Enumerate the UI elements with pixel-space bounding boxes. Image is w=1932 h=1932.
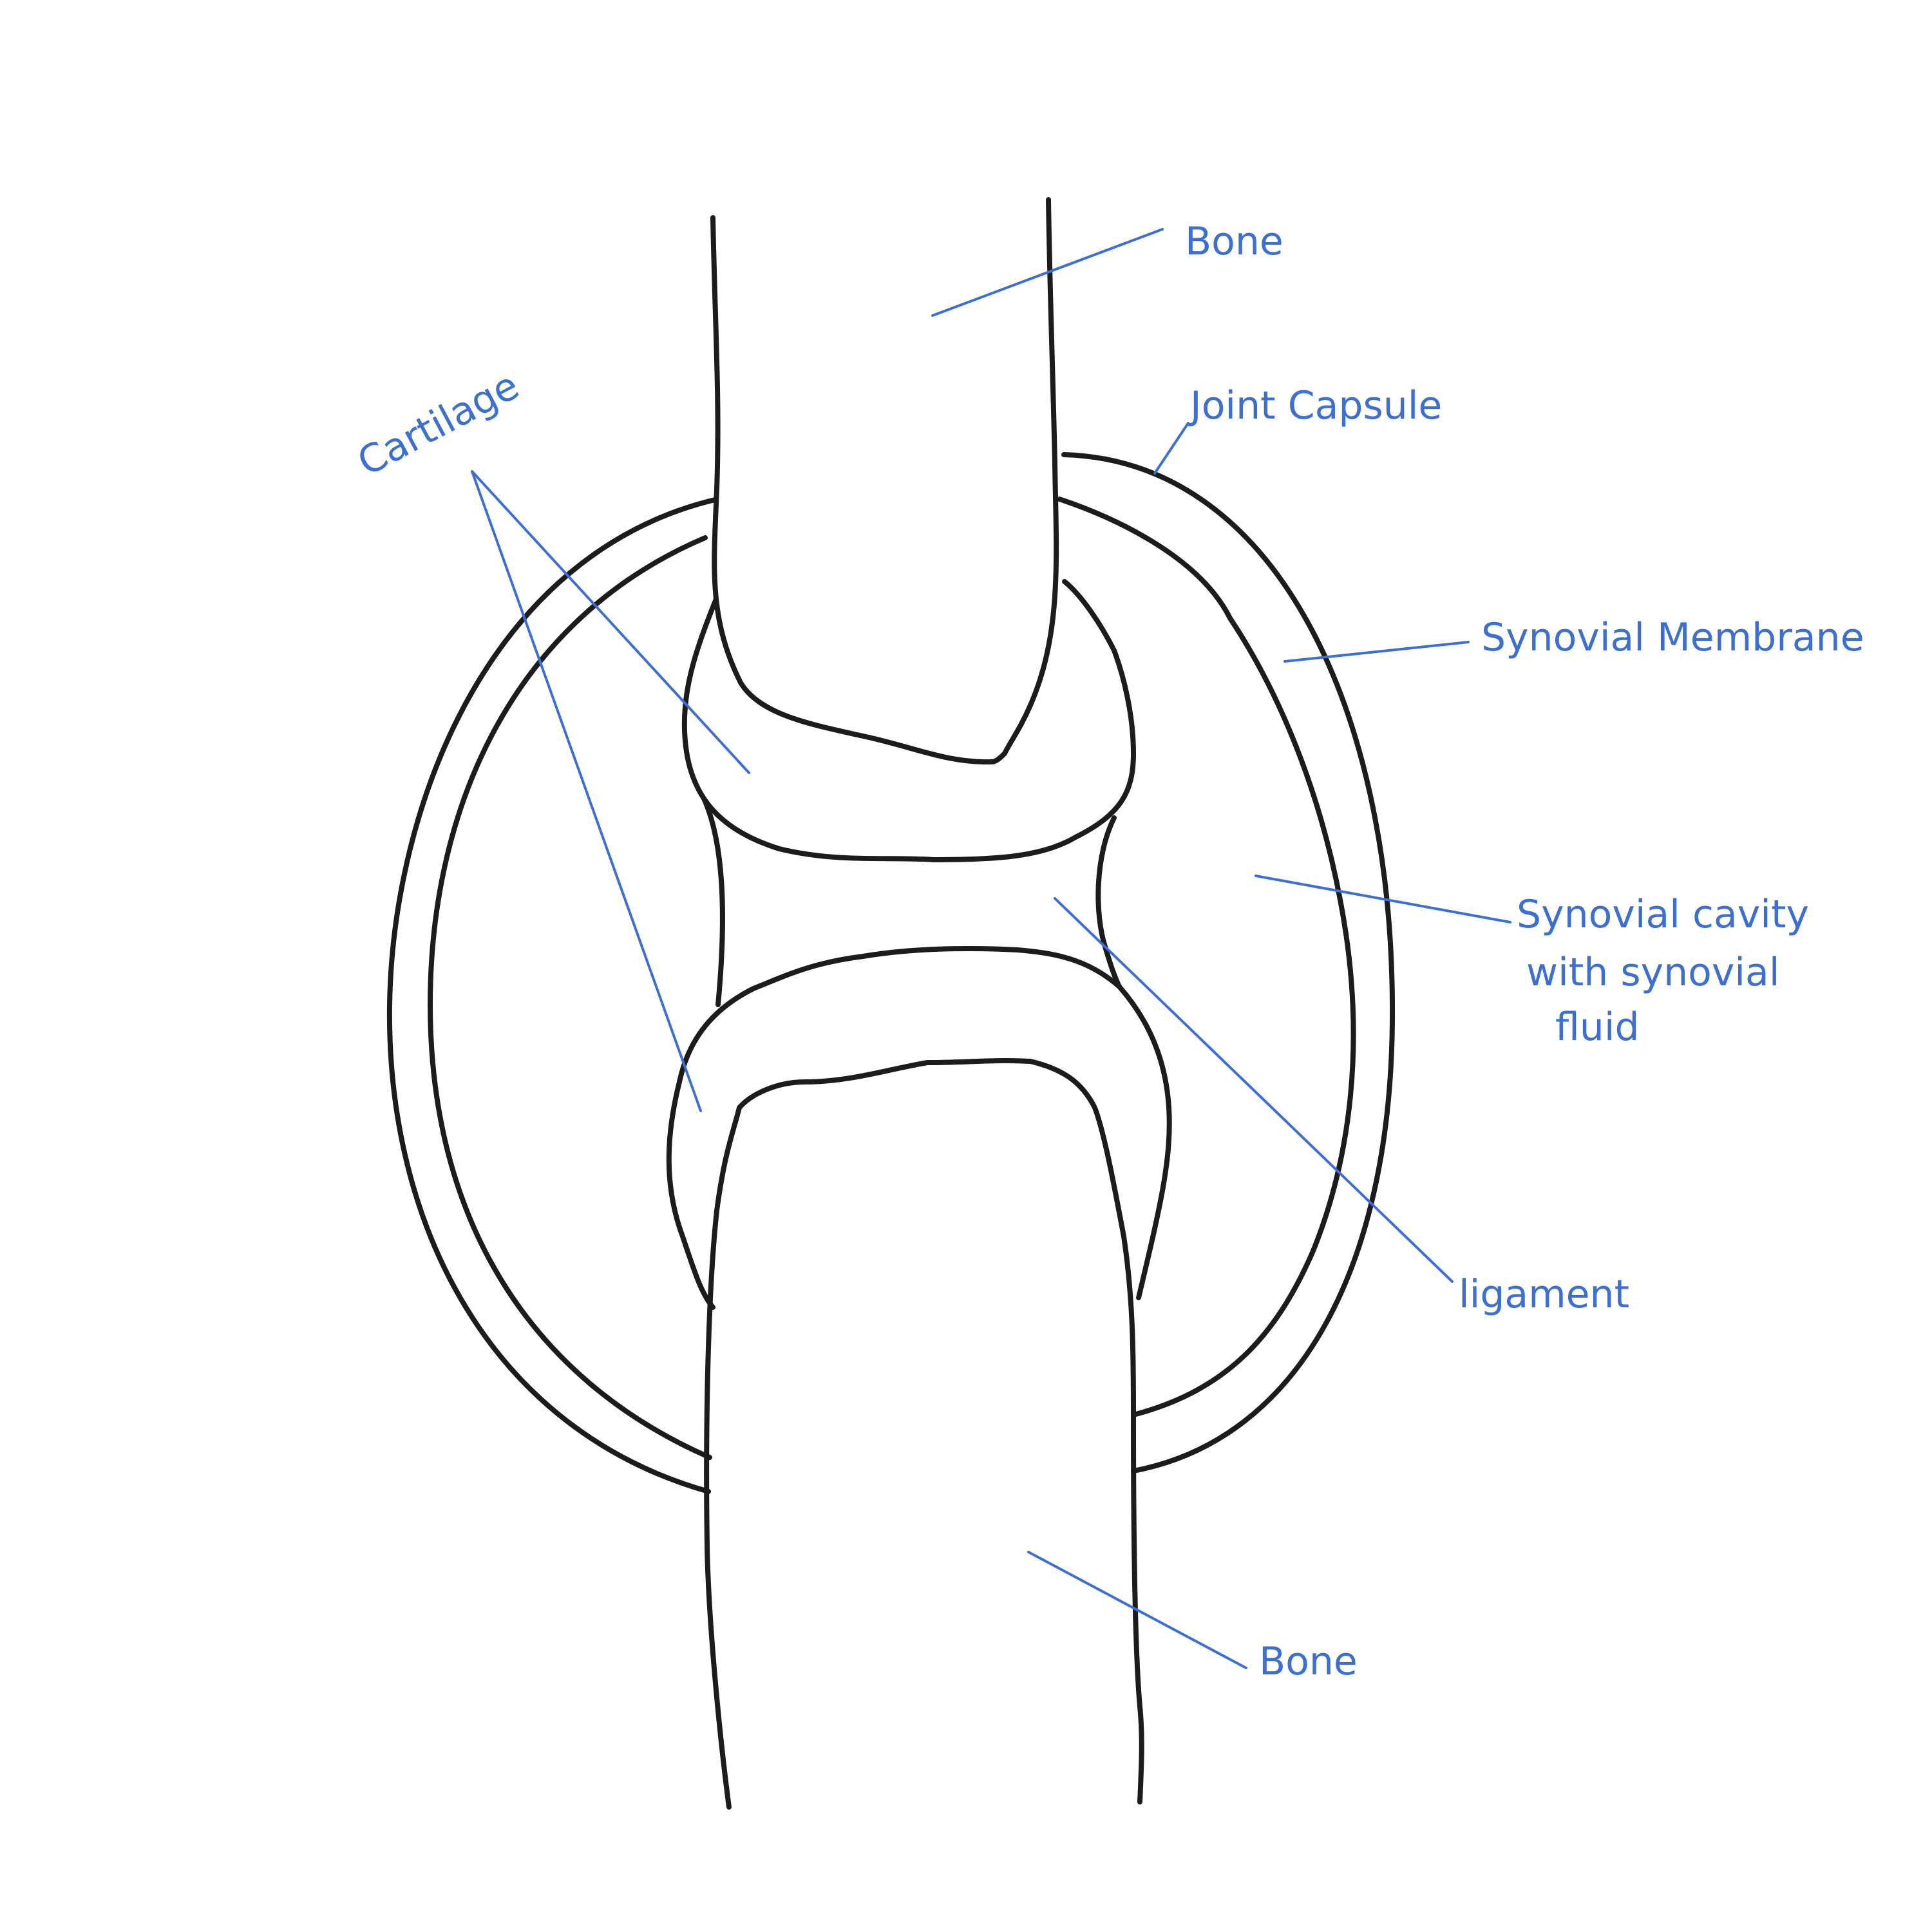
label-ligament: ligament [1459,1272,1629,1317]
leader-synovial-membrane [1283,641,1470,663]
label-bone-top: Bone [1185,219,1283,264]
upper-cartilage [681,579,1136,862]
upper-bone-right-edge [989,197,1059,764]
leader-bone-top [931,228,1164,317]
cavity-right-contour [1095,815,1122,989]
label-cartilage: Cartilage [350,363,526,485]
joint-capsule-left [386,497,717,1494]
cavity-left-contour [701,796,725,1007]
label-synovial-membrane: Synovial Membrane [1481,615,1864,660]
lower-bone-left-edge [704,1058,1144,1810]
label-bone-bottom: Bone [1259,1639,1358,1684]
synovial-membrane-right [1057,497,1356,1417]
leader-cartilage-lower [471,470,702,1112]
leader-joint-capsule [1153,422,1189,475]
leader-synovial-cavity [1255,875,1511,923]
leader-bone-bottom [1027,1551,1247,1669]
label-synovial-cavity-line3: fluid [1555,1005,1640,1050]
lower-cartilage [666,946,1122,1310]
synovial-membrane-left [428,535,712,1460]
lower-cartilage-right [1117,984,1172,1300]
leader-ligament [1054,897,1454,1283]
leader-cartilage-upper [471,470,750,774]
label-synovial-cavity-line2: with synovial [1526,950,1780,995]
label-synovial-cavity-line1: Synovial cavity [1517,892,1809,937]
upper-bone-left-edge [710,215,994,765]
label-joint-capsule: Joint Capsule [1188,383,1442,428]
joint-capsule-right [1061,452,1396,1473]
